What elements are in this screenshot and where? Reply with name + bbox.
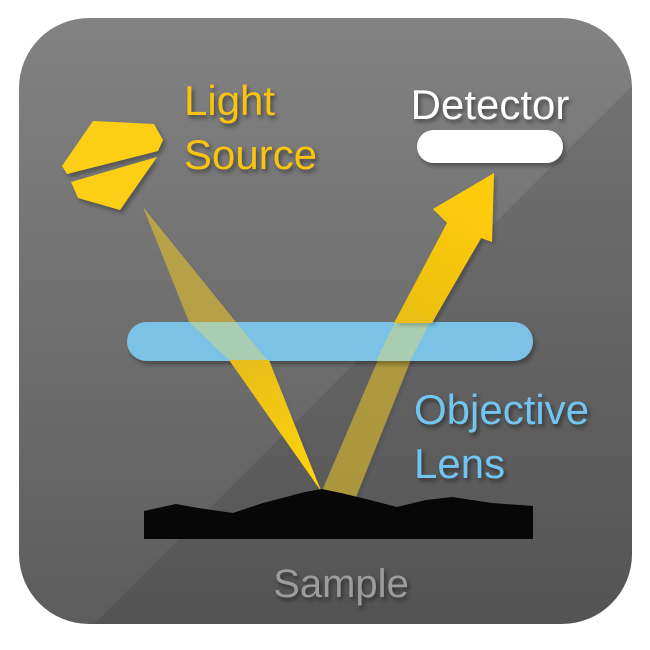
label-light-source-line1: Light (184, 77, 276, 124)
detector-bar (417, 130, 563, 163)
label-light-source: Light Source (184, 74, 317, 182)
label-light-source-line2: Source (184, 131, 318, 178)
label-objective-lens: Objective Lens (414, 383, 589, 491)
light-source-icon (62, 121, 163, 210)
label-detector: Detector (410, 81, 570, 128)
incident-beam-focused (229, 360, 321, 491)
lamp-body-shape (71, 157, 157, 210)
lamp-cap-shape (62, 121, 163, 174)
label-objective-lens-line1: Objective (414, 386, 590, 433)
label-objective-lens-line2: Lens (414, 440, 506, 487)
objective-lens-bar (127, 322, 533, 361)
incident-beam-lens-overlap (189, 322, 268, 361)
reflected-beam-lens-overlap (376, 322, 430, 361)
label-sample: Sample (273, 562, 409, 606)
reflected-beam-arrow (394, 173, 494, 323)
sample-shape (144, 489, 533, 539)
